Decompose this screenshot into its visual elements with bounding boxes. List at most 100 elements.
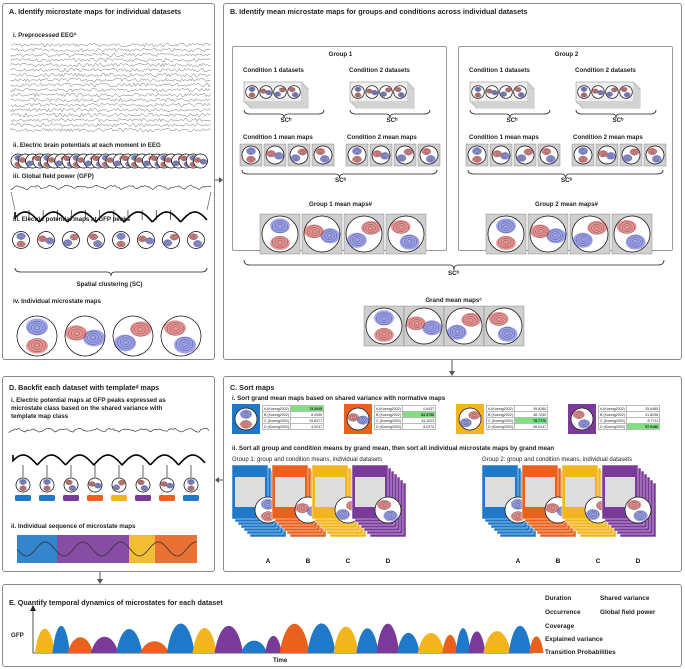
topographic-map xyxy=(64,315,106,357)
contour-line xyxy=(264,501,272,508)
arrow-head xyxy=(219,177,223,183)
contour-line xyxy=(280,88,285,92)
contour-line xyxy=(387,89,390,91)
head-rim xyxy=(393,85,407,99)
head-rim xyxy=(87,231,105,249)
contour-line xyxy=(384,510,396,520)
head-rim xyxy=(245,85,259,99)
g2-condition-2-mean-label: Condition 2 mean maps xyxy=(573,134,643,141)
backfit-desc-line-3: template map class xyxy=(11,413,69,420)
contour-line xyxy=(94,156,99,161)
contour-line xyxy=(404,149,413,156)
contour-line xyxy=(381,153,388,158)
contour-line xyxy=(476,93,480,96)
head-rim xyxy=(529,215,567,253)
contour-line xyxy=(70,486,75,490)
contour-line xyxy=(138,235,147,242)
contour-line xyxy=(356,93,360,97)
topographic-map xyxy=(537,143,561,167)
contour-line xyxy=(316,148,325,155)
contour-line xyxy=(495,152,499,155)
microstate-segment xyxy=(214,625,243,653)
topographic-map xyxy=(483,305,525,347)
contour-line xyxy=(277,224,283,229)
contour-line xyxy=(172,326,179,332)
contour-line xyxy=(516,503,520,507)
contour-line xyxy=(516,88,521,92)
contour-line xyxy=(366,88,373,94)
table-row: D (Koenig2002)8.0374 xyxy=(373,423,437,430)
head-rim xyxy=(485,85,499,99)
panel-c-title: C. Sort maps xyxy=(230,383,275,392)
contour-line xyxy=(264,512,272,519)
contour-line xyxy=(474,156,480,162)
eeg-channel-trace xyxy=(10,42,211,48)
contour-line xyxy=(515,87,522,92)
contour-line xyxy=(142,486,147,490)
contour-line xyxy=(137,327,144,333)
contour-line xyxy=(575,412,583,418)
contour-line xyxy=(93,240,102,247)
contour-line xyxy=(545,150,548,153)
contour-line xyxy=(307,225,323,238)
backfit-gfp-trace xyxy=(8,427,210,501)
arrow-head xyxy=(97,579,103,584)
group-1-label: Group 1 xyxy=(328,51,353,58)
eeg-channel-trace xyxy=(10,67,211,73)
contour-line xyxy=(131,322,149,337)
contour-line xyxy=(400,156,404,159)
g1-condition-1-mean-label: Condition 1 mean maps xyxy=(243,134,313,141)
negative-lobe xyxy=(37,235,47,242)
contour-line xyxy=(43,479,51,485)
contour-line xyxy=(400,93,403,96)
contour-line xyxy=(87,333,99,343)
topographic-map xyxy=(16,315,58,357)
contour-line xyxy=(606,152,615,159)
eeg-channel-trace xyxy=(10,97,211,103)
topographic-map xyxy=(619,143,643,167)
contour-line xyxy=(475,150,479,153)
contour-line xyxy=(200,159,207,165)
negative-lobe xyxy=(137,235,147,242)
negative-lobe xyxy=(474,92,482,98)
contour-line xyxy=(193,240,202,247)
contour-line xyxy=(593,89,598,93)
head-rim xyxy=(467,145,487,165)
topographic-map xyxy=(162,231,180,249)
topographic-map xyxy=(259,85,273,99)
contour-line xyxy=(399,93,404,97)
head-rim xyxy=(160,315,202,357)
grand-sc-label: SCᵇ xyxy=(447,270,459,277)
contour-line xyxy=(174,162,178,165)
class-letter: C xyxy=(346,558,351,565)
microstate-segment xyxy=(483,631,511,653)
positive-lobe xyxy=(500,152,510,160)
contour-line xyxy=(122,339,129,345)
microstate-segment xyxy=(52,625,70,653)
contour-line xyxy=(381,316,387,321)
group-1-sort-label: Group 1: group and condition means, indi… xyxy=(232,457,383,463)
positive-lobe xyxy=(585,509,600,521)
panel-a: A. Identify microstate maps for individu… xyxy=(2,3,215,360)
eeg-channel-trace xyxy=(10,52,211,57)
head-rim xyxy=(374,496,402,524)
contour-line xyxy=(493,150,502,157)
head-rim xyxy=(395,145,415,165)
metric-shared-variance: Shared variance xyxy=(600,595,650,602)
contour-line xyxy=(247,155,255,163)
head-rim xyxy=(351,85,365,99)
contour-line xyxy=(503,239,509,245)
microstate-segment xyxy=(442,634,458,653)
contour-line xyxy=(294,93,297,96)
contour-line xyxy=(73,330,80,336)
head-rim xyxy=(499,85,513,99)
contour-line xyxy=(382,93,385,95)
contour-line xyxy=(579,155,587,163)
contour-line xyxy=(96,484,99,487)
contour-line xyxy=(95,157,98,160)
individual-microstate-maps xyxy=(14,267,208,357)
contour-line xyxy=(19,479,27,485)
contour-line xyxy=(272,236,288,249)
positive-lobe xyxy=(346,232,367,248)
